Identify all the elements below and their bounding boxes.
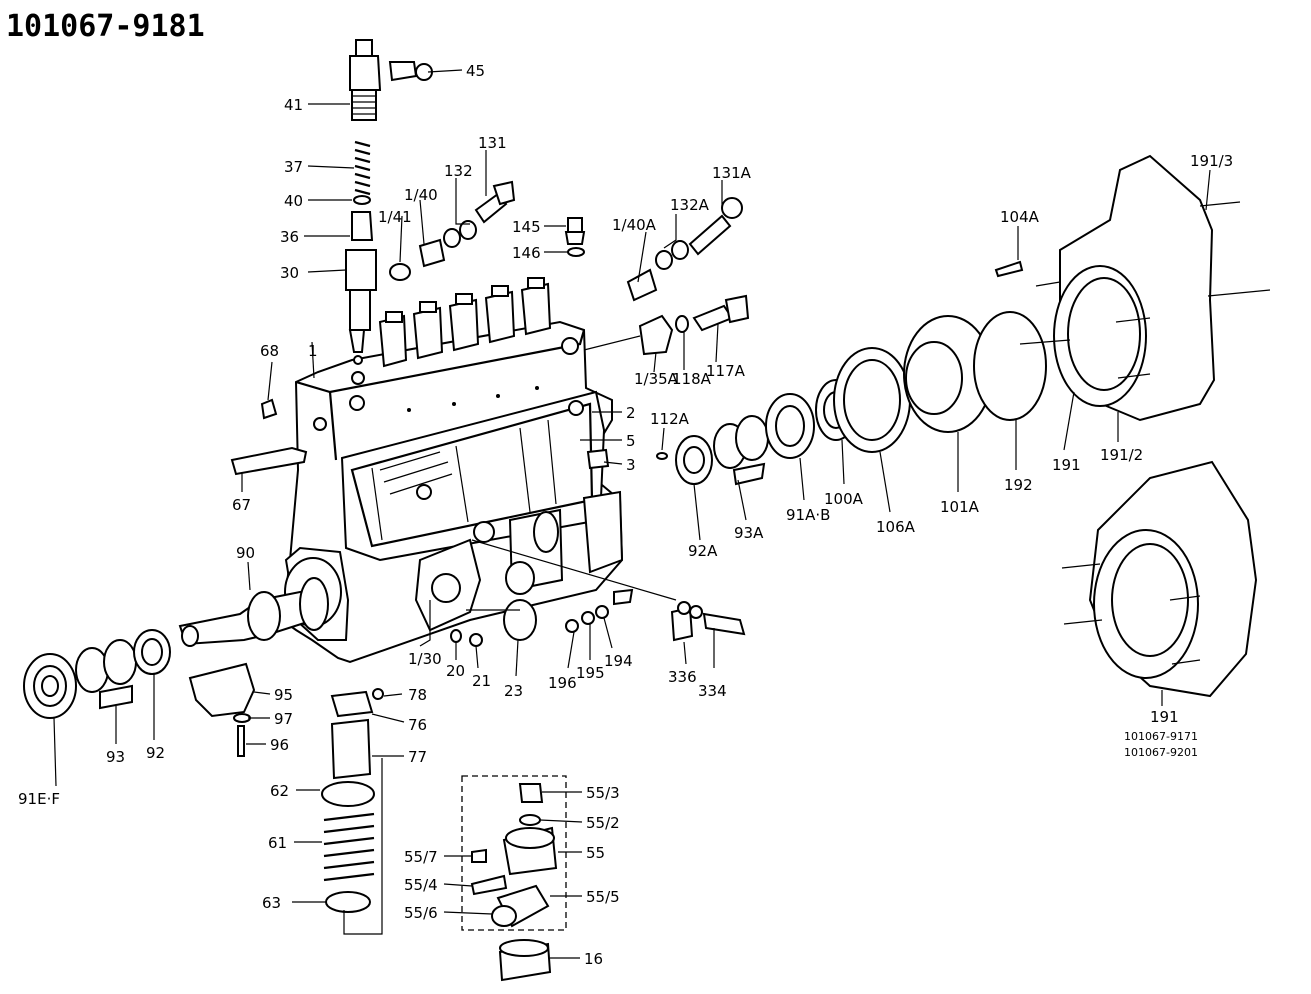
callout-132: 132 xyxy=(444,162,473,180)
callout-55-3: 55/3 xyxy=(586,784,620,802)
callout-76: 76 xyxy=(408,716,427,734)
callout-61: 61 xyxy=(268,834,287,852)
callout-192: 192 xyxy=(1004,476,1033,494)
callout-45: 45 xyxy=(466,62,485,80)
callout-100A: 100A xyxy=(824,490,864,508)
tappet-assembly xyxy=(321,688,384,935)
callout-20: 20 xyxy=(446,662,465,680)
callout-191-lower: 191 xyxy=(1150,708,1179,726)
callout-334: 334 xyxy=(698,682,727,700)
leader-lines xyxy=(53,69,1211,959)
callout-labels: 45 41 37 40 36 30 1/41 1/40 132 131 145 … xyxy=(18,62,1233,968)
callout-131: 131 xyxy=(478,134,507,152)
roller-tappet-box xyxy=(461,775,567,982)
banjo-fittings-left xyxy=(389,180,516,281)
camshaft-assembly xyxy=(23,577,329,757)
callout-63: 63 xyxy=(262,894,281,912)
callout-191-3: 191/3 xyxy=(1190,152,1233,170)
callout-36: 36 xyxy=(280,228,299,246)
delivery-valve-holders xyxy=(378,277,552,368)
callout-96: 96 xyxy=(270,736,289,754)
callout-55-6: 55/6 xyxy=(404,904,438,922)
callout-55: 55 xyxy=(586,844,605,862)
callout-77: 77 xyxy=(408,748,427,766)
callout-30: 30 xyxy=(280,264,299,282)
delivery-valve-stack xyxy=(345,39,433,365)
callout-3: 3 xyxy=(626,456,636,474)
alt-number-1: 101067-9171 xyxy=(1124,730,1198,743)
callout-2: 2 xyxy=(626,404,636,422)
callout-1-41: 1/41 xyxy=(378,208,412,226)
callout-5: 5 xyxy=(626,432,636,450)
callout-1-40: 1/40 xyxy=(404,186,438,204)
diagram-title: 101067-9181 xyxy=(6,9,205,44)
callout-91E-F: 91E·F xyxy=(18,790,60,808)
callout-101A: 101A xyxy=(940,498,980,516)
callout-55-2: 55/2 xyxy=(586,814,620,832)
callout-195: 195 xyxy=(576,664,605,682)
callout-23: 23 xyxy=(504,682,523,700)
callout-90: 90 xyxy=(236,544,255,562)
callout-1-35A: 1/35A xyxy=(634,370,679,388)
callout-131A: 131A xyxy=(712,164,752,182)
callout-196: 196 xyxy=(548,674,577,692)
callout-16: 16 xyxy=(584,950,603,968)
callout-92A: 92A xyxy=(688,542,718,560)
callout-62: 62 xyxy=(270,782,289,800)
callout-55-4: 55/4 xyxy=(404,876,438,894)
banjo-fittings-right xyxy=(564,197,750,470)
callout-41: 41 xyxy=(284,96,303,114)
callout-132A: 132A xyxy=(670,196,710,214)
callout-117A: 117A xyxy=(706,362,746,380)
callout-146: 146 xyxy=(512,244,541,262)
callout-194: 194 xyxy=(604,652,633,670)
callout-37: 37 xyxy=(284,158,303,176)
callout-92: 92 xyxy=(146,744,165,762)
callout-93: 93 xyxy=(106,748,125,766)
drive-housing-lower xyxy=(1061,460,1258,698)
drive-side-bearings xyxy=(675,260,1047,486)
callout-97: 97 xyxy=(274,710,293,728)
callout-78: 78 xyxy=(408,686,427,704)
callout-191-2: 191/2 xyxy=(1100,446,1143,464)
mounting-hardware xyxy=(450,588,746,647)
callout-55-7: 55/7 xyxy=(404,848,438,866)
callout-91A-B: 91A·B xyxy=(786,506,830,524)
callout-336: 336 xyxy=(668,668,697,686)
callout-40: 40 xyxy=(284,192,303,210)
callout-112A: 112A xyxy=(650,410,690,428)
callout-1: 1 xyxy=(308,342,318,360)
callout-145: 145 xyxy=(512,218,541,236)
callout-67: 67 xyxy=(232,496,251,514)
callout-104A: 104A xyxy=(1000,208,1040,226)
callout-68: 68 xyxy=(260,342,279,360)
callout-93A: 93A xyxy=(734,524,764,542)
callout-118A: 118A xyxy=(672,370,712,388)
callout-55-5: 55/5 xyxy=(586,888,620,906)
pump-housing xyxy=(280,277,624,664)
callout-95: 95 xyxy=(274,686,293,704)
drive-housing-upper xyxy=(1019,154,1271,422)
callout-106A: 106A xyxy=(876,518,916,536)
callout-1-30: 1/30 xyxy=(408,650,442,668)
callout-1-40A: 1/40A xyxy=(612,216,657,234)
callout-191: 191 xyxy=(1052,456,1081,474)
callout-21: 21 xyxy=(472,672,491,690)
stop-lever xyxy=(230,398,308,476)
alt-number-2: 101067-9201 xyxy=(1124,746,1198,759)
